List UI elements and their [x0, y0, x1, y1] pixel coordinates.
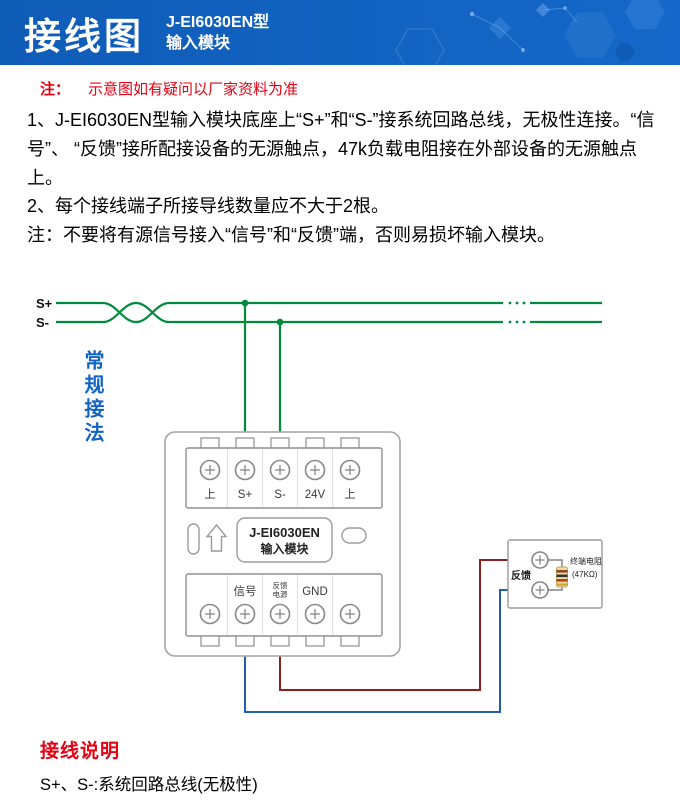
terminal-label-signal: 信号: [234, 585, 257, 598]
screw-icon: [269, 603, 291, 625]
screw-icon: [531, 551, 549, 569]
bus-label-splus: S+: [36, 296, 53, 311]
bottom-terminal-screws: [199, 603, 361, 625]
terminal-label-24v: 24V: [305, 489, 326, 501]
wiring-diagram: 常规接法 S+ S-: [0, 288, 680, 740]
subtitle-model: J-EI6030EN型: [166, 13, 270, 31]
module-name: J-EI6030EN: [249, 525, 320, 540]
legend: 接线说明 S+、S-:系统回路总线(无极性): [40, 736, 258, 795]
header-crystal-decoration-icon: [395, 0, 665, 65]
loop-bus-wires: [56, 301, 602, 440]
bus-label-sminus: S-: [36, 315, 49, 330]
bus-wire-sminus: [56, 301, 503, 324]
header-banner: 接线图 J-EI6030EN型 输入模块: [0, 0, 680, 65]
terminal-label-mount-left: 上: [204, 488, 216, 501]
bottom-strip-dividers: [227, 575, 333, 635]
terminal-label-splus: S+: [238, 489, 253, 501]
module-type: 输入模块: [260, 541, 309, 556]
terminal-label-sminus: S-: [274, 489, 286, 501]
input-module: 上 S+ S- 24V 上 J-EI6030EN 输入模块: [164, 431, 401, 657]
legend-heading: 接线说明: [40, 741, 121, 762]
screw-icon: [339, 603, 361, 625]
feedback-wire: [279, 559, 531, 691]
terminal-label-feedback: 反馈: [273, 580, 288, 590]
wiring-diagram-canvas: S+ S-: [36, 296, 603, 713]
mount-slot-horizontal-icon: [341, 527, 367, 544]
feedback-device-box: 反馈 终端电阻 (47KΩ): [507, 539, 603, 609]
terminal-label-mount-right: 上: [344, 488, 356, 501]
bus-junction-dots: [241, 299, 284, 326]
instructions: 1、J-EI6030EN型输入模块底座上“S+”和“S-”接系统回路总线，无极性…: [27, 106, 657, 250]
top-terminal-screws: [199, 459, 361, 481]
orientation-arrow-icon: [205, 523, 228, 552]
instruction-1: 1、J-EI6030EN型输入模块底座上“S+”和“S-”接系统回路总线，无极性…: [27, 110, 655, 188]
terminating-resistor-icon: [548, 559, 568, 591]
notice-prefix: 注：: [40, 81, 71, 98]
page-title: 接线图: [24, 15, 144, 57]
method-label: 常规接法: [81, 350, 103, 446]
mount-slot-icon: [187, 523, 200, 555]
resistor-name: 终端电阻: [570, 556, 602, 566]
top-strip-dividers: [227, 449, 333, 507]
screw-icon: [269, 459, 291, 481]
top-terminal-labels: 上 S+ S- 24V 上: [204, 488, 356, 501]
screw-icon: [304, 459, 326, 481]
resistor-value: (47KΩ): [572, 570, 598, 579]
bus-break-dots: [508, 301, 526, 324]
instruction-2: 2、每个接线端子所接导线数量应不大于2根。: [27, 196, 390, 217]
module-nameplate: [236, 517, 333, 563]
legend-item-bus: S+、S-:系统回路总线(无极性): [40, 776, 258, 794]
screw-icon: [199, 603, 221, 625]
screw-icon: [234, 459, 256, 481]
subtitle-product: 输入模块: [166, 34, 231, 52]
instruction-note: 注：不要将有源信号接入“信号”和“反馈”端，否则易损坏输入模块。: [27, 225, 555, 246]
terminal-label-gnd: GND: [302, 586, 328, 598]
screw-icon: [339, 459, 361, 481]
bus-wire-splus: [56, 301, 503, 324]
notice: 注： 示意图如有疑问以厂家资料为准: [40, 78, 298, 99]
bottom-terminal-labels: 信号 反馈 电源 GND: [234, 580, 328, 599]
bottom-clamp-tabs: [200, 635, 360, 647]
terminal-label-power: 电源: [273, 589, 288, 599]
screw-icon: [304, 603, 326, 625]
screw-icon: [234, 603, 256, 625]
feedback-box-label: 反馈: [511, 569, 531, 582]
screw-icon: [199, 459, 221, 481]
screw-icon: [531, 581, 549, 599]
page-subtitle: J-EI6030EN型 输入模块: [166, 12, 269, 54]
notice-text: 示意图如有疑问以厂家资料为准: [88, 81, 299, 98]
